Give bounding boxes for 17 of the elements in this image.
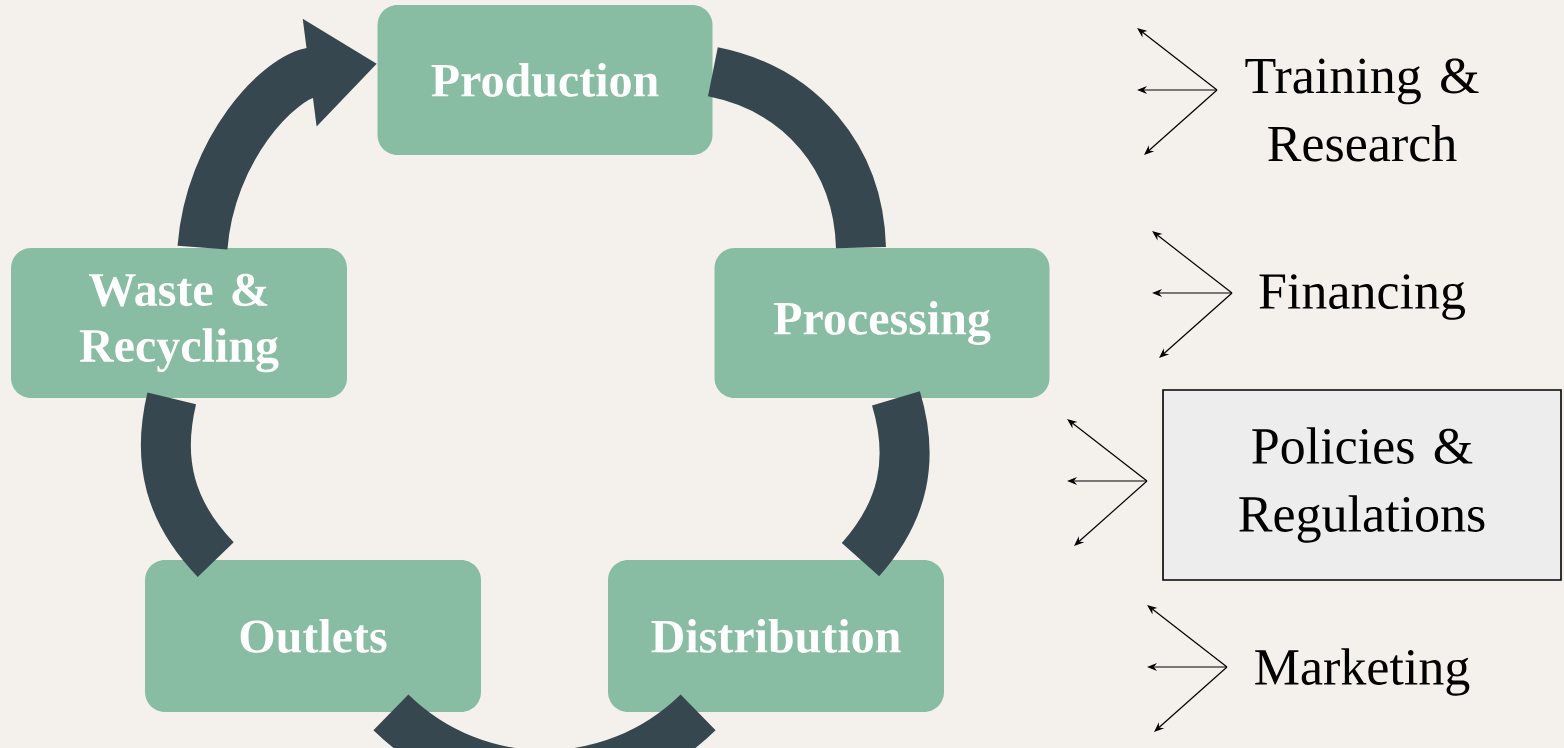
arrow: [1154, 666, 1228, 732]
arrow: [1159, 292, 1233, 358]
factor-label: Training & Research: [1245, 58, 1479, 162]
stage-box: Waste & Recycling: [11, 248, 347, 398]
stage-box: Outlets: [145, 560, 481, 712]
factor-box: Policies & Regulations: [1162, 389, 1562, 581]
arrow: [1152, 231, 1233, 294]
stage-box: Distribution: [608, 560, 944, 712]
stage-box: Production: [377, 5, 713, 155]
factor-label: Marketing: [1255, 648, 1470, 696]
factor-label: Financing: [1259, 274, 1465, 320]
stage-box: Processing: [714, 248, 1050, 398]
arrow: [1147, 605, 1228, 668]
arrow: [1074, 480, 1148, 546]
arrow: [1067, 419, 1148, 482]
arrow: [1144, 89, 1218, 155]
arrow: [1137, 28, 1218, 91]
